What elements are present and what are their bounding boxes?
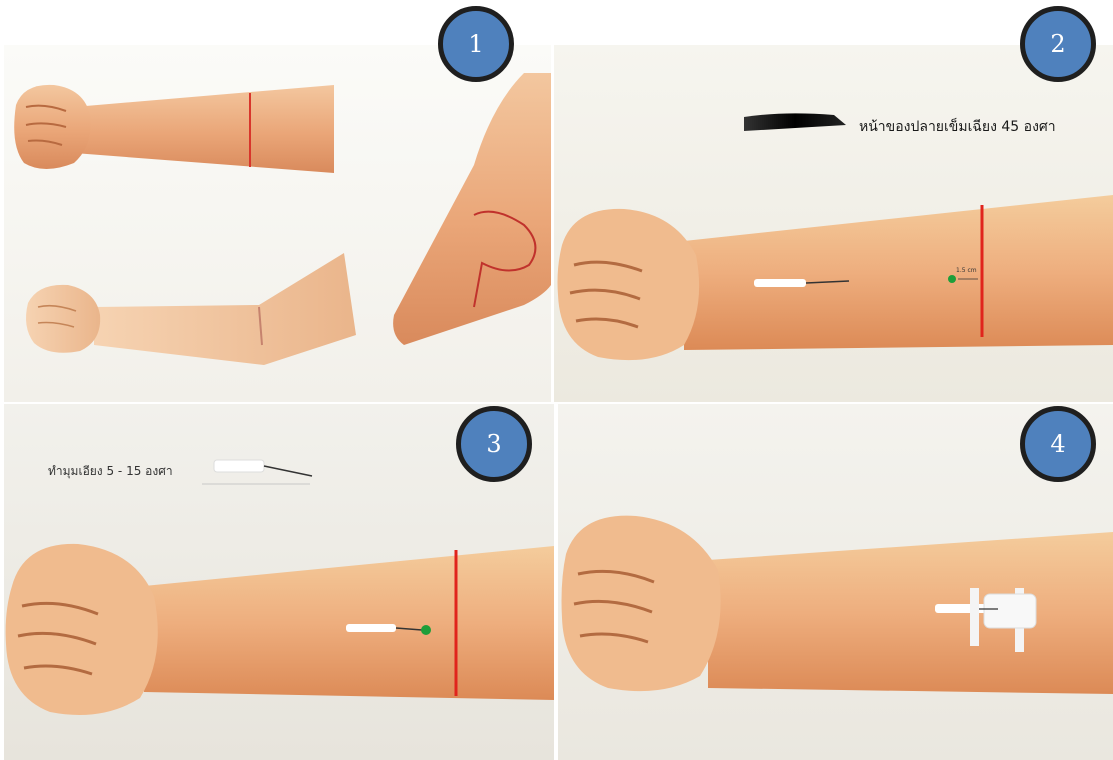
step-badge-2: 2: [1020, 6, 1096, 82]
insertion-dot-icon: [948, 275, 956, 283]
step-badge-3: 3: [456, 406, 532, 482]
panel-step-1: [4, 45, 551, 402]
straight-arm: [14, 85, 334, 173]
arm-positions-illustration: [4, 45, 551, 402]
bent-arm: [26, 253, 356, 365]
step-2-caption: หน้าของปลายเข็มเฉียง 45 องศา: [859, 116, 1056, 138]
forearm: [144, 546, 554, 700]
needle-tip-icon: [744, 113, 846, 131]
step-badge-1: 1: [438, 6, 514, 82]
angle-syringe-icon: [214, 460, 264, 472]
step-3-caption: ทำมุมเอียง 5 - 15 องศา: [48, 462, 173, 481]
distance-label: 1.5 cm: [956, 267, 977, 274]
step-badge-4: 4: [1020, 406, 1096, 482]
fist: [6, 544, 158, 715]
fist: [558, 209, 700, 360]
catheter-hub-icon: [754, 279, 806, 287]
panel-step-2: [554, 45, 1113, 402]
catheter-hub-icon: [346, 624, 396, 632]
needle-bevel-illustration: [554, 45, 1113, 402]
insertion-dot-icon: [421, 625, 431, 635]
forearm: [684, 195, 1113, 350]
elbow-arm: [393, 73, 551, 345]
forearm: [708, 532, 1113, 694]
